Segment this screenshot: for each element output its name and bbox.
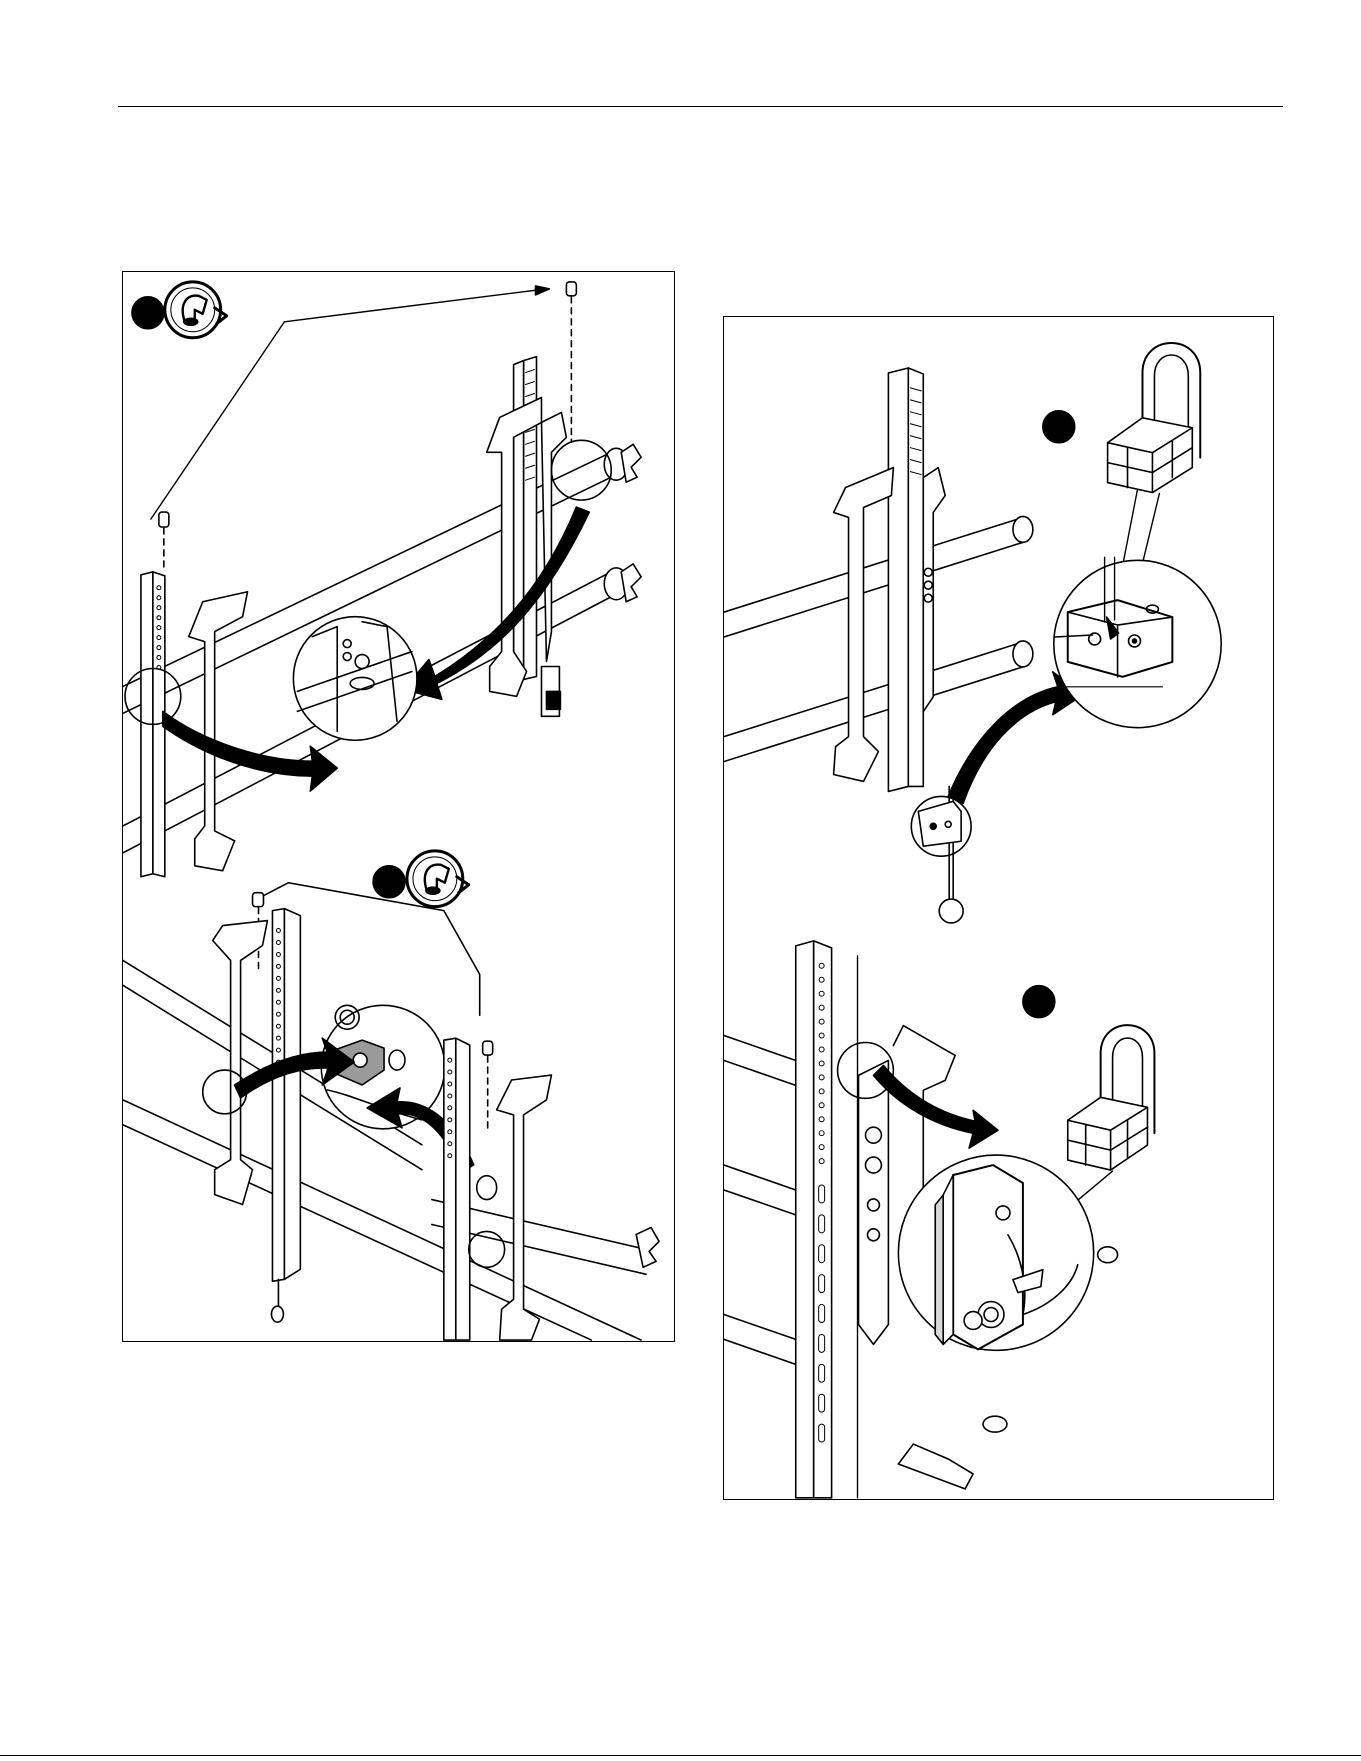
security-key-icon-2 xyxy=(1068,1025,1155,1170)
figure-panel-right xyxy=(723,316,1274,1500)
hex-key-rotate-icon xyxy=(165,282,227,338)
figure-right-illustration xyxy=(724,317,1273,1499)
header-rule xyxy=(118,106,1283,107)
figure-panel-left xyxy=(122,271,675,1342)
footer-rule xyxy=(0,1755,1361,1756)
step-marker-2 xyxy=(373,866,405,898)
hex-key-rotate-icon-2 xyxy=(407,851,469,907)
step-marker-2-right xyxy=(1023,986,1055,1018)
step-marker-1 xyxy=(132,297,164,329)
figure-left-illustration xyxy=(123,272,674,1341)
step-marker-1-right xyxy=(1043,411,1075,443)
security-key-icon xyxy=(1108,343,1201,492)
